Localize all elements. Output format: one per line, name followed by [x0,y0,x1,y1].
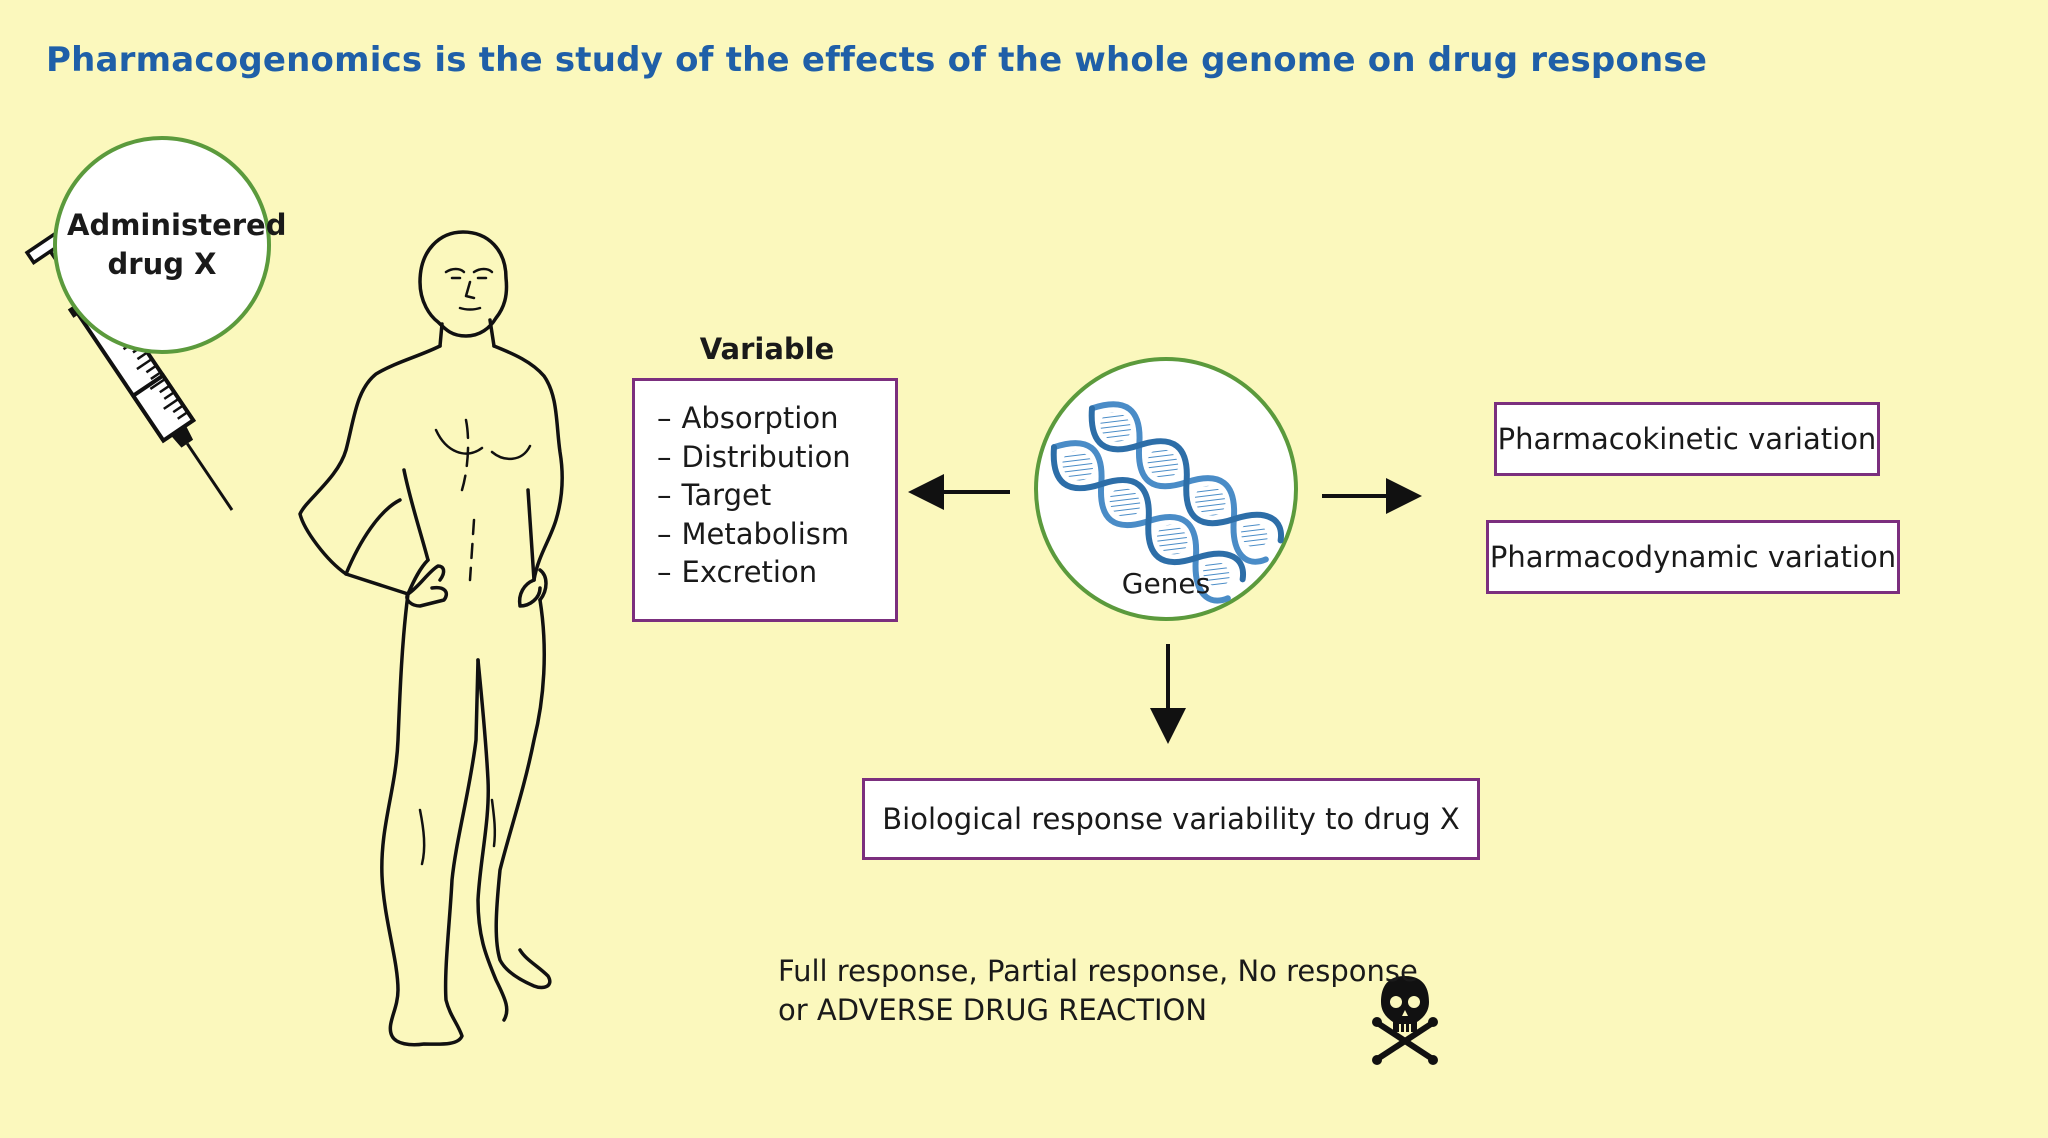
page-title: Pharmacogenomics is the study of the eff… [46,40,1708,80]
outcome-text: Full response, Partial response, No resp… [778,952,1418,1030]
variable-item-distribution: –Distribution [657,439,851,474]
administered-drug-line2: drug X [107,247,217,281]
arrow-right-icon [1322,478,1422,514]
arrow-down-icon [1150,644,1186,744]
human-figure-icon [298,230,564,1047]
variable-heading: Variable [699,332,835,366]
outcome-line2: or ADVERSE DRUG REACTION [778,993,1208,1027]
genes-label: Genes [1121,567,1211,600]
variable-factors-list: –Absorption –Distribution –Target –Metab… [657,399,895,592]
variable-item-excretion: –Excretion [657,555,818,589]
outcome-line1: Full response, Partial response, No resp… [778,954,1418,988]
administered-drug-line1: Administered [67,208,287,242]
arrow-left-icon [908,474,1010,510]
variable-item-target: –Target [657,478,772,512]
variable-item-absorption: –Absorption [657,401,839,435]
administered-drug-circle: Administered drug X [53,136,287,354]
genes-circle: Genes [1034,357,1298,621]
variable-item-metabolism: –Metabolism [657,516,850,551]
administered-drug-label: Administered drug X [67,206,287,284]
pharmacokinetic-variation-box: Pharmacokinetic variation [1494,402,1880,476]
dna-helix-icon [1050,401,1284,604]
variable-factors-box: –Absorption –Distribution –Target –Metab… [632,378,898,622]
biological-response-box: Biological response variability to drug … [862,778,1480,860]
pharmacodynamic-variation-box: Pharmacodynamic variation [1486,520,1900,594]
